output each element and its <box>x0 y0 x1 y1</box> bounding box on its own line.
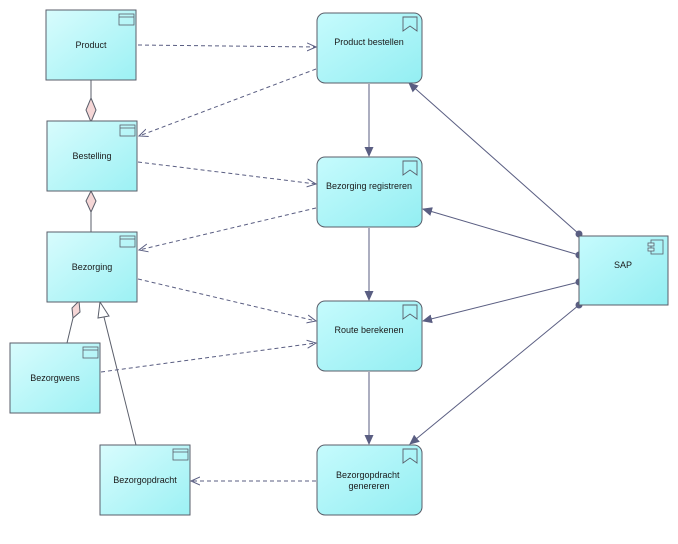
process-icon <box>402 304 418 320</box>
component-icon <box>647 239 664 255</box>
object-icon <box>119 124 136 137</box>
process-icon <box>402 16 418 32</box>
serving-sap-to-route-berekenen <box>422 281 580 324</box>
serving-sap-to-bezorgopdracht-genereren <box>409 304 580 445</box>
object-label: Product <box>75 40 107 50</box>
object-icon <box>172 448 189 461</box>
process-label: Product bestellen <box>334 37 404 47</box>
process-product-bestellen[interactable]: Product bestellen <box>316 12 423 84</box>
process-bezorging-registreren[interactable]: Bezorging registreren <box>316 156 423 228</box>
serving-sap-to-product-bestellen <box>408 82 580 235</box>
aggregation-diamond-bezorging <box>85 189 97 214</box>
business-object-product[interactable]: Product <box>45 9 137 81</box>
connectors <box>66 45 583 481</box>
aggregation-line-bezorging-bezorgwens <box>66 317 74 344</box>
process-route-berekenen[interactable]: Route berekenen <box>316 300 423 372</box>
object-icon <box>119 235 136 248</box>
access-bezorging-registreren-to-bezorging <box>139 207 317 250</box>
access-bestelling-to-bezorging-registreren <box>137 161 316 184</box>
process-label: Route berekenen <box>334 325 403 335</box>
object-icon <box>82 346 99 359</box>
business-object-bezorgopdracht[interactable]: Bezorgopdracht <box>99 444 191 516</box>
business-object-bestelling[interactable]: Bestelling <box>46 120 138 192</box>
business-object-bezorgwens[interactable]: Bezorgwens <box>9 342 101 414</box>
process-icon <box>402 448 418 464</box>
aggregation-diamond-bestelling <box>85 96 97 124</box>
specialization-triangle <box>97 300 110 319</box>
object-label: Bezorging <box>72 262 113 272</box>
process-icon <box>402 160 418 176</box>
object-label: Bestelling <box>72 151 111 161</box>
object-icon <box>118 13 135 26</box>
access-product-to-product-bestellen <box>137 45 316 47</box>
process-bezorgopdracht-genereren[interactable]: Bezorgopdracht genereren <box>316 444 423 516</box>
process-label: Bezorging registreren <box>326 181 412 191</box>
business-object-bezorging[interactable]: Bezorging <box>46 231 138 303</box>
object-label: Bezorgopdracht <box>113 475 177 485</box>
aggregation-diamond-bezorgwens <box>71 299 81 320</box>
object-label: Bezorgwens <box>30 373 80 383</box>
access-bezorging-to-route-berekenen <box>137 278 316 321</box>
access-bezorgwens-to-route-berekenen <box>100 343 316 373</box>
application-component-sap[interactable]: SAP <box>578 235 669 306</box>
access-product-bestellen-to-bestelling <box>139 68 317 136</box>
specialization-line-bezorgopdracht <box>103 316 137 446</box>
process-label: Bezorgopdracht genereren <box>336 470 402 491</box>
component-label: SAP <box>614 260 632 270</box>
serving-sap-to-bezorging-registreren <box>422 207 580 256</box>
